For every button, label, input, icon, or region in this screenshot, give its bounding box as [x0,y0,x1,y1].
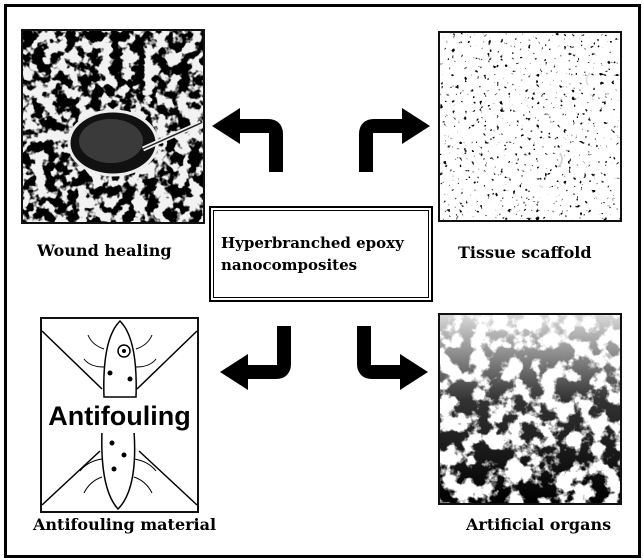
curved-arrow-right-icon [352,104,432,174]
wound-healing-caption: Wound healing [37,241,172,260]
artificial-organs-caption: Artificial organs [466,515,611,534]
artificial-organs-image [438,313,622,505]
center-title-line1: Hyperbranched epoxy [221,232,431,254]
center-title-line2: nanocomposites [221,254,431,276]
organ-micrograph-icon [440,315,620,503]
wound-healing-image [21,29,205,224]
antifouling-image-label: Antifouling [42,399,197,433]
tissue-scaffold-caption: Tissue scaffold [458,243,592,262]
antifouling-material-caption: Antifouling material [33,515,216,534]
antifouling-image: Antifouling [40,317,199,513]
wound-photo-icon [23,31,203,222]
center-concept-box: Hyperbranched epoxy nanocomposites [209,206,433,302]
scaffold-micrograph-icon [440,33,620,220]
curved-arrow-left-icon [210,104,290,174]
curved-arrow-down-right-icon [352,326,432,392]
curved-arrow-down-left-icon [218,326,298,392]
tissue-scaffold-image [438,31,622,222]
